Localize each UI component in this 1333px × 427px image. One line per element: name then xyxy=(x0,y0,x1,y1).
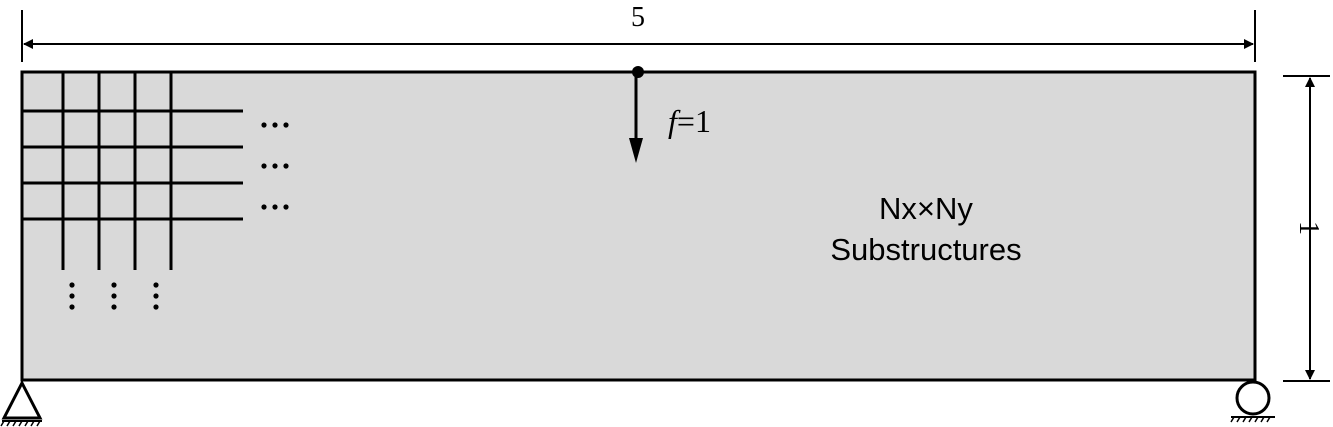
vertical-ellipsis xyxy=(69,282,159,310)
horizontal-ellipsis xyxy=(261,122,289,210)
load-point xyxy=(632,66,644,78)
height-dimension: 1 xyxy=(1283,75,1330,382)
load-label: f=1 xyxy=(668,103,711,139)
width-dimension: 5 xyxy=(21,2,1256,62)
load-arrowhead xyxy=(629,138,643,163)
roller-support xyxy=(1230,380,1275,423)
load-value: =1 xyxy=(677,103,711,139)
substructure-text: Substructures xyxy=(830,232,1021,267)
substructure-count: Nx×Ny xyxy=(879,191,973,226)
substructure-label: Nx×Ny Substructures xyxy=(830,191,1021,267)
point-load: f=1 xyxy=(629,66,711,163)
design-domain xyxy=(20,70,1257,382)
height-label: 1 xyxy=(1293,221,1324,235)
substructure-grid xyxy=(22,72,243,270)
pin-support xyxy=(0,379,43,427)
width-label: 5 xyxy=(631,2,645,33)
